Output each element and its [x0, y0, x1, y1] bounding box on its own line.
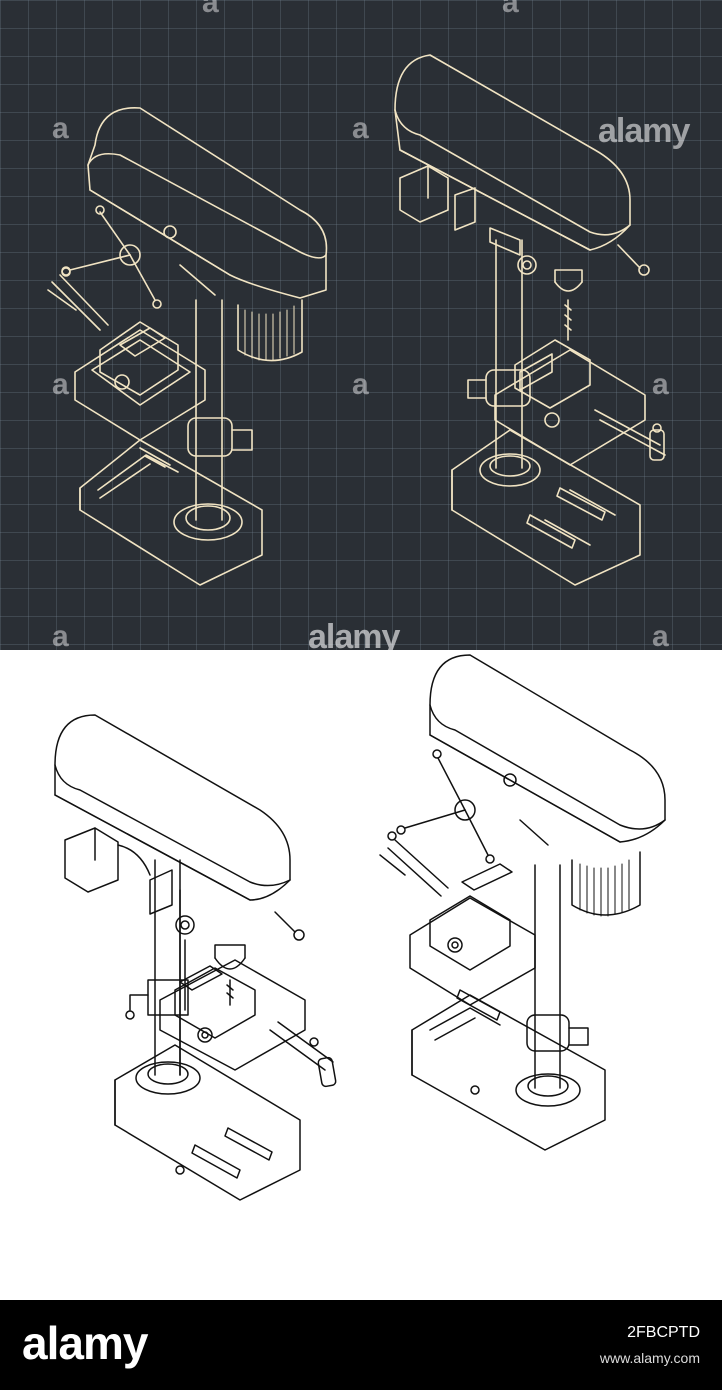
footer-image-id: 2FBCPTD	[627, 1324, 700, 1341]
watermark-mid: alamy	[598, 112, 690, 150]
watermark-dot: a	[502, 0, 519, 19]
lineart-left-drill	[54, 714, 337, 1201]
watermark-dot: a	[52, 620, 69, 650]
lineart-drill-drawings	[54, 654, 666, 1201]
watermark-dot: a	[352, 368, 369, 401]
watermark-edge: alamy	[308, 618, 400, 650]
blueprint-panel: alamy alamy a a a a a a a a a	[0, 0, 722, 650]
footer-bar: alamy 2FBCPTD www.alamy.com	[0, 1300, 722, 1390]
blueprint-drill-drawings	[47, 54, 666, 586]
lineart-panel	[0, 650, 722, 1300]
footer-url[interactable]: www.alamy.com	[599, 1350, 700, 1366]
blueprint-left-drill	[47, 107, 328, 586]
watermark-dot: a	[52, 112, 69, 145]
watermark-dot: a	[202, 0, 219, 19]
watermark-dot: a	[352, 112, 369, 145]
watermark-dot: a	[652, 368, 669, 401]
lineart-right-drill	[379, 654, 666, 1151]
footer-logo[interactable]: alamy	[22, 1317, 148, 1369]
watermark-dot: a	[652, 620, 669, 650]
blueprint-right-drill	[394, 54, 666, 586]
watermark-dot: a	[52, 368, 69, 401]
